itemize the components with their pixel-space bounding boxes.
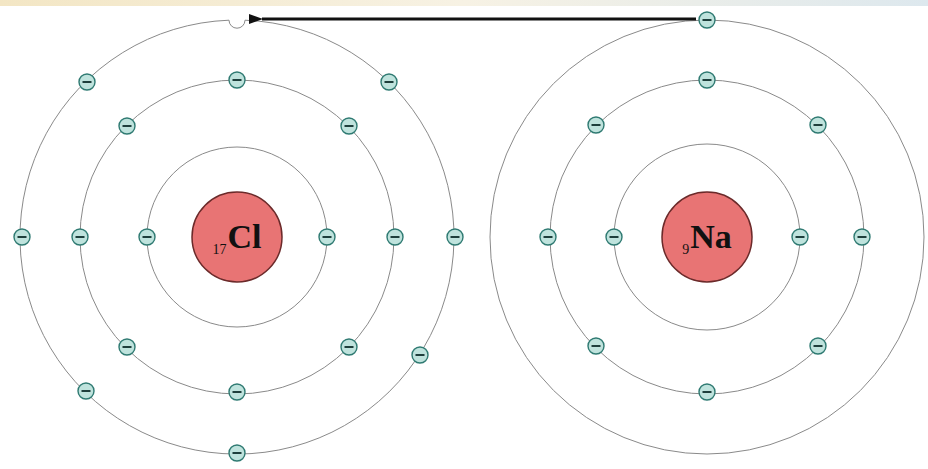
nucleus-circle: 9Na (661, 191, 753, 283)
sodium-shells (490, 20, 924, 454)
nucleus-label: 9Na (682, 218, 732, 256)
atomic-number: 17 (213, 242, 227, 258)
atomic-number: 9 (682, 242, 689, 258)
sodium-electrons (540, 12, 870, 400)
chlorine-electrons (14, 72, 463, 461)
top-band (0, 0, 928, 6)
nucleus-label: 17Cl (213, 218, 262, 256)
element-symbol: Na (690, 218, 732, 256)
transfer-arrow (262, 18, 696, 21)
nucleus-circle: 17Cl (191, 191, 283, 283)
element-symbol: Cl (228, 218, 262, 256)
chlorine-shells (20, 20, 454, 454)
